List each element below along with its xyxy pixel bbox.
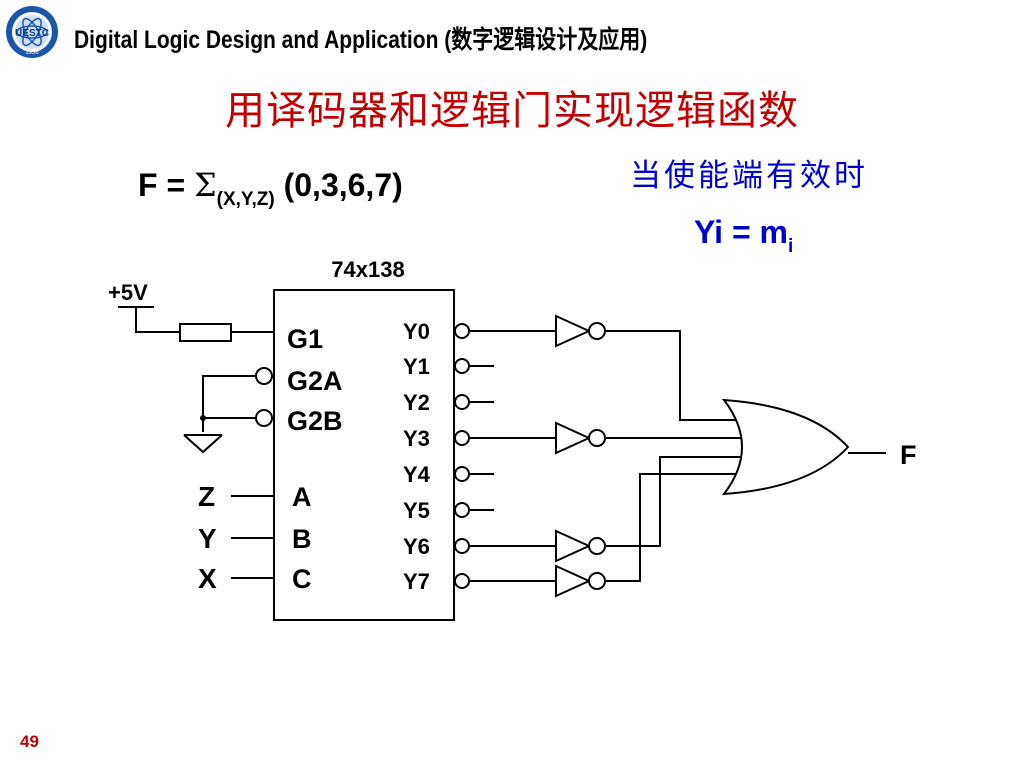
pin-label-y5: Y5 xyxy=(403,498,430,523)
output-bubble-y3 xyxy=(454,430,470,446)
wire-m6-or xyxy=(605,456,744,547)
output-equation-sub: i xyxy=(787,236,794,257)
output-bubble-y4 xyxy=(454,466,470,482)
pin-label-a: A xyxy=(292,482,312,512)
g2a-ground-wire xyxy=(202,375,256,432)
supply-wire xyxy=(135,307,180,333)
pin-label-y2: Y2 xyxy=(403,390,430,415)
ground-symbol xyxy=(183,434,223,454)
output-bubble-y0 xyxy=(454,323,470,339)
university-logo: UESTC 1956 xyxy=(6,6,58,58)
formula-minterms: (0,3,6,7) xyxy=(274,167,403,203)
function-formula: F = Σ(X,Y,Z) (0,3,6,7) xyxy=(138,166,403,211)
pin-label-g2a: G2A xyxy=(287,366,343,396)
pin-label-y1: Y1 xyxy=(403,354,430,379)
formula-variables: (X,Y,Z) xyxy=(216,189,275,210)
formula-lhs: F = xyxy=(138,167,195,203)
logo-year: 1956 xyxy=(25,50,39,56)
chip-name-label: 74x138 xyxy=(331,257,404,282)
logo-text: UESTC xyxy=(15,28,49,39)
input-label-y: Y xyxy=(198,523,217,554)
inverter-y6 xyxy=(555,529,606,563)
input-label-x: X xyxy=(198,563,217,594)
wire-m0-or xyxy=(605,330,740,421)
inverter-y7 xyxy=(555,564,606,598)
output-bubble-y6 xyxy=(454,538,470,554)
enable-condition-note: 当使能端有效时 xyxy=(630,158,868,194)
pin-label-y4: Y4 xyxy=(403,462,431,487)
pin-label-y0: Y0 xyxy=(403,319,430,344)
pin-label-g2b: G2B xyxy=(287,406,343,436)
inverter-y3 xyxy=(555,421,606,455)
sigma-symbol: Σ xyxy=(194,166,217,204)
pin-label-c: C xyxy=(292,564,312,594)
supply-label: +5V xyxy=(108,280,148,305)
output-bubble-y1 xyxy=(454,358,470,374)
output-equation: Yi = mi xyxy=(694,214,793,258)
pin-label-y6: Y6 xyxy=(403,534,430,559)
pullup-resistor xyxy=(179,323,232,342)
ground-junction-dot xyxy=(200,415,206,421)
pin-label-g1: G1 xyxy=(287,324,323,354)
pin-label-b: B xyxy=(292,524,312,554)
g2b-bubble xyxy=(255,409,273,427)
slide-title: 用译码器和逻辑门实现逻辑函数 xyxy=(225,88,799,134)
pin-label-y7: Y7 xyxy=(403,569,430,594)
course-title: Digital Logic Design and Application (数字… xyxy=(74,26,648,54)
output-bubble-y7 xyxy=(454,573,470,589)
wire-m7-or xyxy=(605,473,740,582)
output-equation-main: Yi = m xyxy=(694,214,788,250)
inverter-y0 xyxy=(555,314,606,348)
output-bubble-y2 xyxy=(454,394,470,410)
g2a-bubble xyxy=(255,367,273,385)
input-label-z: Z xyxy=(198,481,215,512)
output-label-f: F xyxy=(900,440,917,470)
page-number: 49 xyxy=(20,732,39,751)
output-bubble-y5 xyxy=(454,502,470,518)
pin-label-y3: Y3 xyxy=(403,426,430,451)
decoder-chip-body xyxy=(273,289,455,621)
or-gate xyxy=(721,398,850,496)
